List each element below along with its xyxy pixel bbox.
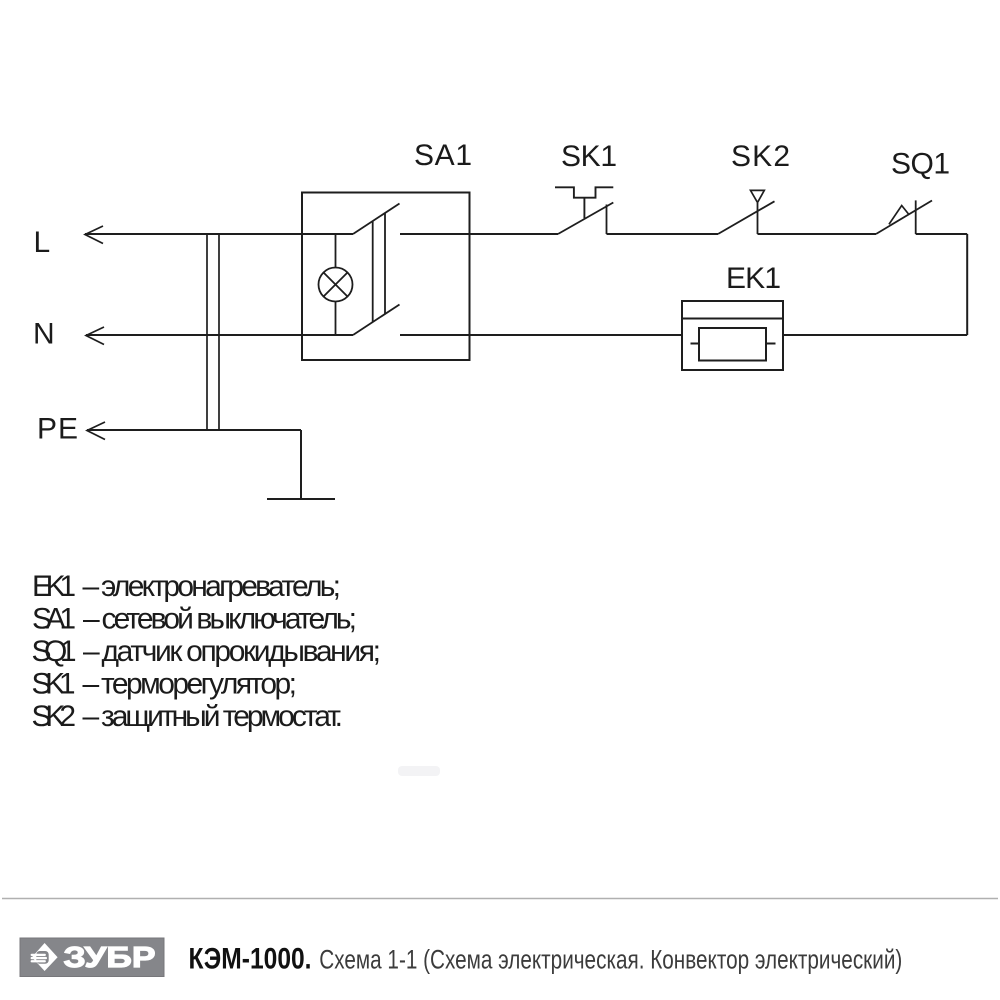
svg-text:EK1: EK1	[726, 262, 781, 295]
svg-text:SK1: SK1	[32, 668, 76, 701]
svg-text:–: –	[83, 570, 100, 603]
svg-text:КЭМ-1000.: КЭМ-1000.	[189, 943, 312, 976]
svg-text:датчик опрокидывания;: датчик опрокидывания;	[102, 635, 382, 668]
svg-text:SK2: SK2	[32, 700, 77, 733]
svg-text:–: –	[83, 635, 100, 668]
svg-text:SA1: SA1	[414, 139, 472, 172]
svg-text:защитный термостат.: защитный термостат.	[101, 700, 343, 733]
svg-text:L: L	[34, 226, 51, 259]
svg-text:SQ1: SQ1	[32, 635, 77, 668]
svg-text:PE: PE	[37, 413, 78, 446]
svg-text:сетевой выключатель;: сетевой выключатель;	[102, 603, 358, 636]
svg-text:–: –	[83, 700, 100, 733]
svg-text:EK1: EK1	[32, 570, 76, 603]
svg-text:SA1: SA1	[32, 603, 76, 636]
svg-text:SK2: SK2	[731, 140, 790, 173]
svg-text:SQ1: SQ1	[891, 148, 950, 181]
svg-text:SK1: SK1	[561, 140, 617, 173]
svg-text:терморегулятор;: терморегулятор;	[101, 668, 297, 701]
svg-text:N: N	[33, 318, 55, 351]
svg-text:–: –	[83, 668, 100, 701]
svg-text:электронагреватель;: электронагреватель;	[101, 570, 341, 603]
svg-text:–: –	[83, 603, 100, 636]
svg-text:Схема 1-1 (Схема электрическая: Схема 1-1 (Схема электрическая. Конвекто…	[319, 945, 902, 975]
svg-text:ЗУБР: ЗУБР	[64, 942, 156, 974]
